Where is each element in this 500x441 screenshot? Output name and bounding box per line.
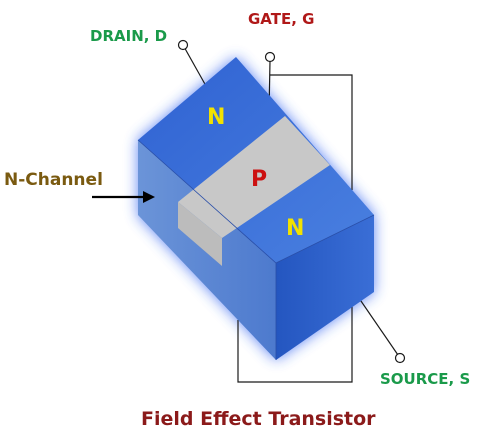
p-region-label: P <box>251 167 268 192</box>
channel-label: N-Channel <box>4 170 103 190</box>
source-terminal <box>394 352 406 364</box>
gate-top-loop <box>270 74 353 190</box>
gate-terminal <box>264 51 276 63</box>
p-region-front <box>178 202 222 266</box>
source-label: SOURCE, S <box>380 370 471 388</box>
semiconductor-block <box>137 57 375 360</box>
drain-label: DRAIN, D <box>90 27 168 45</box>
channel-arrow <box>92 191 155 203</box>
p-region-band <box>178 116 330 238</box>
n-region-top-label: N <box>207 105 226 130</box>
gate-label: GATE, G <box>248 10 315 28</box>
diagram-caption: Field Effect Transistor <box>141 408 376 430</box>
n-region-bottom-label: N <box>286 216 305 241</box>
drain-terminal <box>177 39 189 51</box>
gate-bottom-loop <box>237 292 353 383</box>
